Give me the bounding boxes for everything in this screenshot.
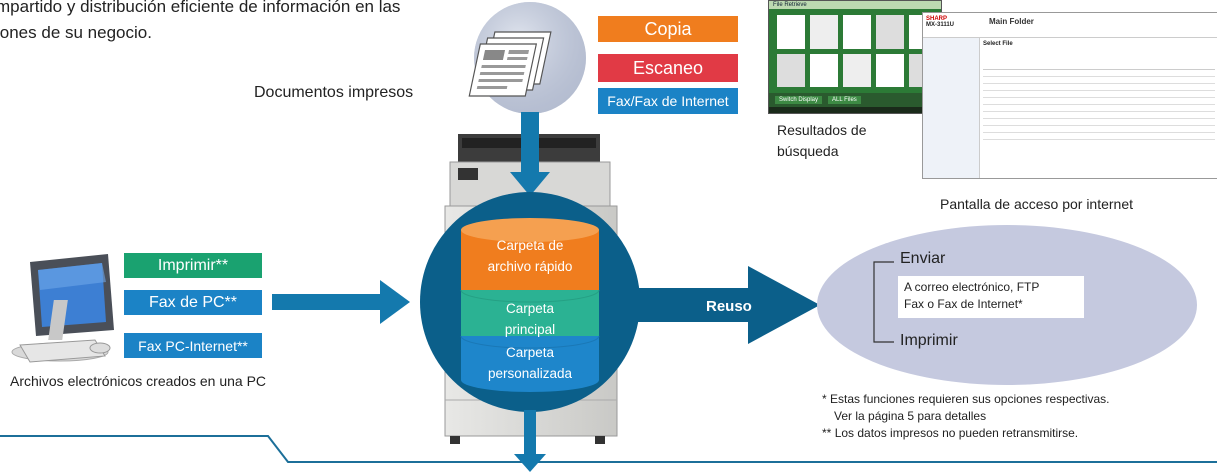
footnote-2: ** Los datos impresos no pueden retransm… [822, 426, 1078, 440]
pc-arrow-head [380, 280, 410, 324]
web-title: Main Folder [989, 17, 1034, 26]
search-results-screen: File Retrieve Switch Display ALL Files [768, 0, 942, 114]
tag-pc-fax: Fax de PC** [124, 290, 262, 315]
send-detail-line-2: Fax o Fax de Internet* [904, 297, 1023, 311]
send-detail-line-1: A correo electrónico, FTP [904, 280, 1040, 294]
tag-pc-internet-fax: Fax PC-Internet** [124, 333, 262, 358]
intro-line-2: iones de su negocio. [0, 23, 152, 42]
folder-custom-line-2: personalizada [487, 366, 573, 381]
reuse-label: Reuso [706, 298, 752, 315]
output-print: Imprimir [900, 332, 958, 349]
tag-fax: Fax/Fax de Internet [598, 88, 738, 114]
web-section: Select File [983, 41, 1013, 47]
folder-main-line-1: Carpeta [505, 301, 555, 316]
tag-print: Imprimir** [124, 253, 262, 278]
footnote-1b: Ver la página 5 para detalles [834, 409, 987, 423]
footnote-1-mark: * [822, 392, 827, 406]
touch-bottom-1: Switch Display [775, 96, 823, 104]
section-baseline [0, 435, 1217, 463]
touch-bottom-2: ALL Files [828, 96, 861, 104]
touch-header: File Retrieve [769, 1, 941, 9]
folder-custom-line-1: Carpeta [505, 345, 555, 360]
docs-down-arrow-head [510, 172, 550, 196]
output-send: Enviar [900, 250, 946, 267]
output-send-detail: A correo electrónico, FTP Fax o Fax de I… [898, 276, 1084, 318]
folder-main: Carpeta principal [471, 298, 589, 340]
footnote-2-mark: ** [822, 426, 832, 440]
folder-custom: Carpeta personalizada [471, 342, 589, 384]
reuse-arrow-head [748, 266, 820, 344]
reuse-arrow-shaft [630, 288, 750, 322]
search-caption-line-1: Resultados de [777, 122, 867, 138]
folder-quick-line-1: Carpeta de [496, 238, 564, 253]
folder-quick-line-2: archivo rápido [487, 259, 573, 274]
folder-cylinder [460, 218, 600, 392]
footnote-2-text: Los datos impresos no pueden retransmiti… [834, 426, 1079, 440]
bottom-arrow-head [514, 454, 546, 472]
search-caption-line-2: búsqueda [777, 143, 839, 159]
printed-docs-label: Documentos impresos [254, 84, 414, 101]
search-results-caption: Resultados de búsqueda [777, 120, 867, 162]
intro-line-1: mpartido y distribución eficiente de inf… [0, 0, 401, 16]
printed-documents-icon [468, 2, 586, 114]
pc-caption: Archivos electrónicos creados en una PC [10, 373, 267, 389]
docs-down-arrow-shaft [521, 112, 539, 174]
tag-copy: Copia [598, 16, 738, 42]
folder-main-line-2: principal [504, 322, 556, 337]
folder-quick-file: Carpeta de archivo rápido [471, 235, 589, 277]
output-bracket [873, 261, 894, 343]
bottom-arrow-shaft [524, 410, 536, 456]
web-brand: SHARP [926, 16, 948, 22]
web-access-screen: SHARP MX-3111U Main Folder Select File [922, 12, 1217, 179]
footnote-1: * Estas funciones requieren sus opciones… [822, 392, 1110, 406]
web-access-caption: Pantalla de acceso por internet [940, 196, 1134, 212]
pc-computer-icon [11, 254, 114, 363]
web-model: MX-3111U [926, 22, 955, 28]
pc-arrow-shaft [272, 294, 382, 310]
intro-text: mpartido y distribución eficiente de inf… [0, 0, 400, 46]
tag-scan: Escaneo [598, 54, 738, 82]
footnote-1-text: Estas funciones requieren sus opciones r… [830, 392, 1110, 406]
